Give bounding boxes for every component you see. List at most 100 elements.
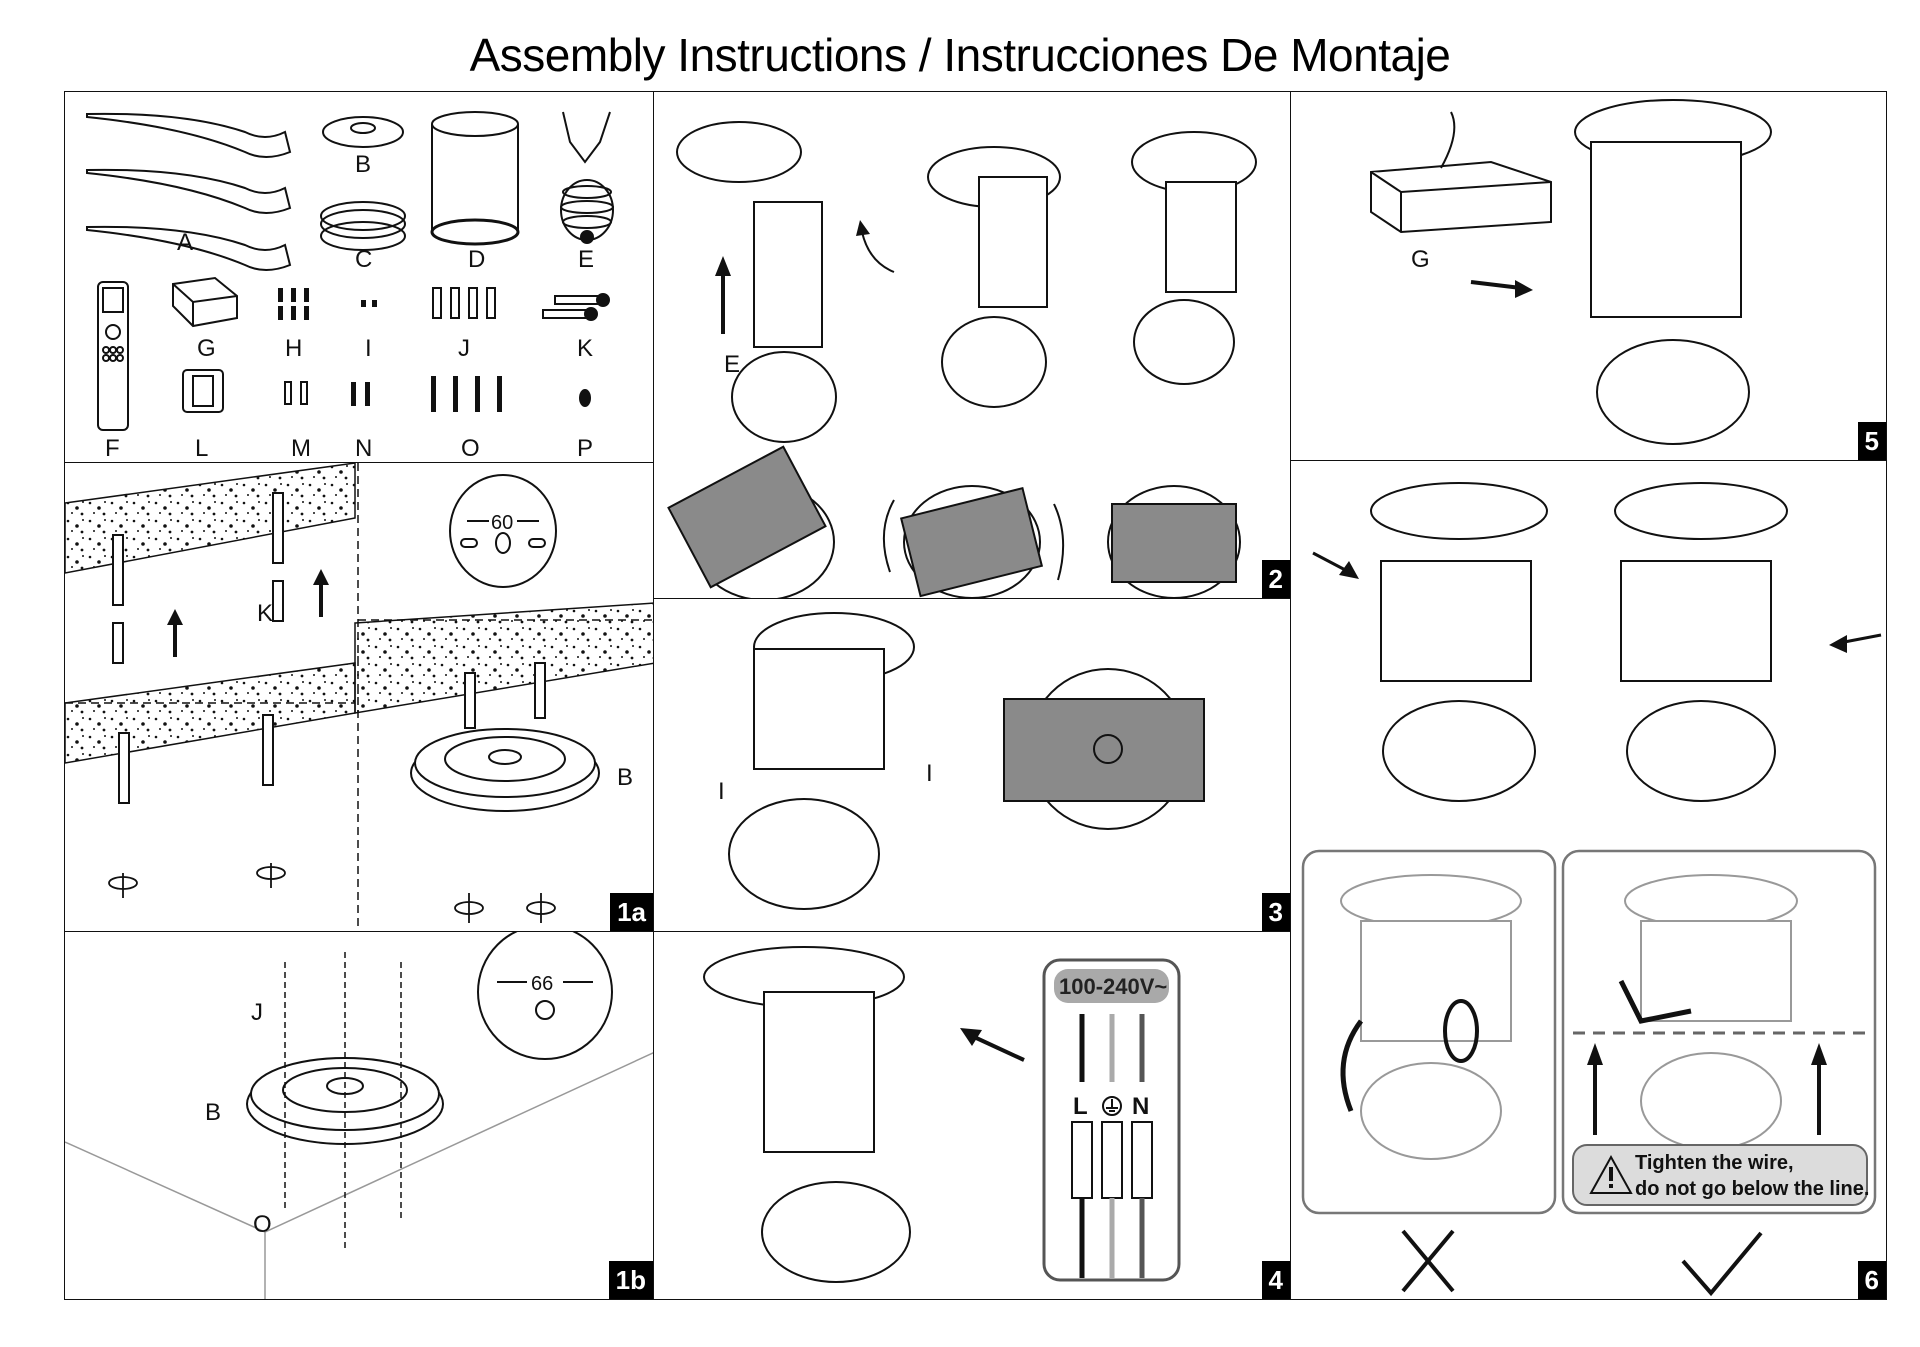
step-number-badge: 1b (608, 1261, 653, 1299)
up-arrow-icon (1587, 1043, 1827, 1135)
anchor-bolt-icon (112, 492, 546, 804)
step-6-illustration: Tighten the wire, do not go below the li… (1301, 482, 1882, 1297)
step-1b-illustration: 66 J B O (65, 932, 653, 1299)
label-b: B (205, 1099, 221, 1126)
part-label-b: B (355, 151, 371, 178)
motor-assembly (1574, 99, 1772, 445)
pointer-arrow-icon (960, 1028, 1025, 1062)
label-e: E (724, 351, 740, 378)
rotate-icon (108, 863, 556, 923)
label-o: O (253, 1211, 272, 1238)
bracket-plate (1003, 668, 1205, 830)
cover-cylinder-icon (430, 111, 520, 246)
parts-illustration: A B C D E F G (86, 111, 614, 462)
template-circle-66 (477, 932, 613, 1060)
part-label-n: N (355, 435, 372, 462)
warning-text-line1: Tighten the wire, (1635, 1152, 1794, 1174)
voltage-label: 100-240V~ (1059, 974, 1167, 999)
label-b: B (617, 764, 633, 791)
ground-icon (1102, 1096, 1122, 1116)
screws-i-icon (361, 300, 377, 307)
label-k: K (257, 600, 273, 627)
motor-bracket-icon (560, 111, 614, 244)
screws-n-icon (351, 382, 370, 406)
motor-assembly (1370, 482, 1788, 802)
part-label-i: I (365, 335, 372, 362)
pointer-arrow-icon (1470, 280, 1533, 298)
step-4-panel: 100-240V~ L N 4 (653, 931, 1291, 1300)
dimension-60: 60 (491, 512, 513, 534)
step-number-badge: 5 (1857, 422, 1886, 460)
part-label-g: G (197, 335, 216, 362)
mounting-plate-icon (322, 116, 404, 148)
step-1b-panel: 66 J B O 1b (64, 931, 654, 1300)
part-label-o: O (461, 435, 480, 462)
canopy-ring-icon (320, 201, 406, 251)
mounting-plate-b (410, 728, 600, 812)
check-icon (1681, 1231, 1763, 1297)
motor-assembly (728, 612, 915, 910)
step-5-panel: G 5 (1290, 91, 1887, 461)
dimension-66: 66 (531, 973, 553, 995)
blade-icon (86, 112, 292, 271)
motor-assembly (676, 121, 1257, 443)
part-label-p: P (577, 435, 593, 462)
part-label-f: F (105, 435, 120, 462)
mounting-plate-b (246, 1057, 444, 1145)
pointer-arrow-icon (1312, 551, 1882, 653)
part-label-e: E (578, 246, 594, 273)
label-g: G (1411, 246, 1430, 273)
step-4-illustration: 100-240V~ L N (703, 946, 1181, 1283)
step-5-illustration: G (1370, 99, 1772, 445)
part-label-d: D (468, 246, 485, 273)
part-label-a: A (177, 229, 193, 256)
parts-panel: A B C D E F G (64, 91, 654, 463)
terminal-l-label: L (1073, 1093, 1088, 1120)
remote-holder-icon (182, 369, 224, 413)
rotate-arrow-icon (861, 231, 895, 273)
part-label-k: K (577, 335, 593, 362)
step-2-panel: E 2 (653, 91, 1291, 599)
step-1a-panel: K 60 B 1a (64, 462, 654, 932)
screws-o-icon (431, 376, 502, 412)
anchors-m-icon (284, 381, 308, 405)
cross-icon (1401, 1229, 1455, 1293)
step-number-badge: 4 (1261, 1261, 1290, 1299)
part-label-l: L (195, 435, 208, 462)
step-6-panel: Tighten the wire, do not go below the li… (1290, 460, 1887, 1300)
remote-control-icon (97, 281, 129, 431)
page-title: Assembly Instructions / Instrucciones De… (469, 29, 1451, 81)
terminal-n-label: N (1132, 1093, 1149, 1120)
part-label-j: J (458, 335, 470, 362)
part-label-c: C (355, 246, 372, 273)
ceiling-corner (65, 1052, 653, 1299)
label-i-right: I (926, 760, 933, 787)
section-divider (65, 463, 653, 931)
receiver-box-icon (172, 276, 238, 328)
step-3-illustration: I I (718, 612, 1205, 910)
part-label-h: H (285, 335, 302, 362)
motor-assembly (703, 946, 911, 1283)
warning-text-line2: do not go below the line. (1635, 1178, 1869, 1200)
step-3-panel: I I 3 (653, 598, 1291, 932)
right-example-box (1561, 849, 1877, 1215)
up-arrow-icon (715, 256, 731, 334)
expansion-bolts-k-icon (542, 293, 610, 321)
screw-p-icon (579, 389, 591, 407)
step-number-badge: 1a (610, 893, 653, 931)
step-number-badge: 6 (1857, 1261, 1886, 1299)
step-1a-illustration: K 60 B (65, 463, 653, 931)
ceiling-concrete (65, 463, 653, 764)
anchors-j-icon (432, 287, 496, 319)
label-i-left: I (718, 778, 725, 805)
bracket-plate (667, 445, 1241, 598)
step-2-illustration: E (667, 121, 1257, 598)
alignment-line (284, 952, 402, 1252)
warning-icon (1589, 1154, 1633, 1194)
wiring-diagram (1042, 958, 1181, 1282)
part-label-m: M (291, 435, 311, 462)
rotate-arrow-icon (882, 499, 1065, 581)
screws-h-icon (278, 288, 309, 320)
receiver-box-icon (1370, 111, 1552, 234)
up-arrow-icon (167, 569, 329, 657)
